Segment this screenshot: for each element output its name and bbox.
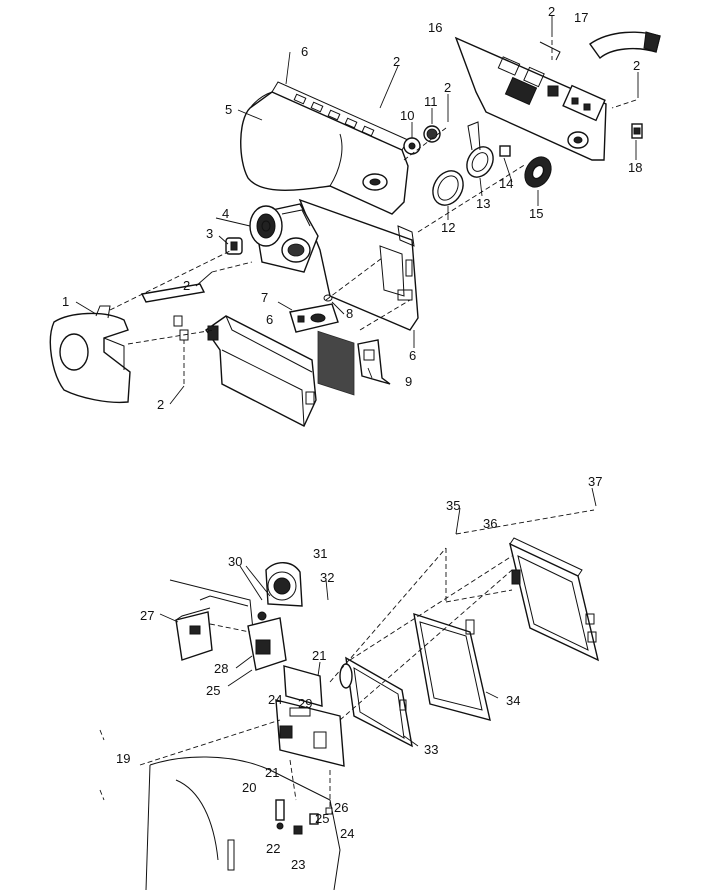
part-7-board bbox=[289, 303, 339, 333]
part-5-main-housing bbox=[240, 81, 409, 215]
part-16-circuit-board bbox=[454, 36, 607, 161]
callout-8: 8 bbox=[346, 306, 353, 321]
part-4-drive-mechanism bbox=[249, 203, 319, 273]
part-28-mechanism bbox=[247, 611, 287, 671]
callout-36: 36 bbox=[483, 516, 497, 531]
callout-19: 19 bbox=[116, 751, 130, 766]
callout-21: 21 bbox=[265, 765, 279, 780]
callout-3: 3 bbox=[206, 226, 213, 241]
callout-24: 24 bbox=[268, 692, 282, 707]
callout-26: 26 bbox=[334, 800, 348, 815]
callout-34: 34 bbox=[506, 693, 520, 708]
part-34-lcd-panel bbox=[413, 612, 491, 721]
part-12-ring bbox=[432, 170, 464, 206]
callout-33: 33 bbox=[424, 742, 438, 757]
callout-9: 9 bbox=[405, 374, 412, 389]
callout-25: 25 bbox=[315, 811, 329, 826]
part-18-connector bbox=[631, 123, 643, 139]
callout-30: 30 bbox=[228, 554, 242, 569]
callout-23: 23 bbox=[291, 857, 305, 872]
upper-alignment-lines bbox=[109, 32, 637, 384]
part-9-bracket bbox=[357, 339, 391, 385]
lower-callouts: 19 20 21 21 22 23 24 24 25 25 26 27 28 2… bbox=[116, 474, 602, 872]
callout-7: 7 bbox=[261, 290, 268, 305]
part-11-gear bbox=[423, 125, 441, 143]
callout-18: 18 bbox=[628, 160, 642, 175]
part-33-lcd-frame bbox=[339, 656, 413, 748]
part-19-rear-housing bbox=[99, 729, 341, 890]
callout-6: 6 bbox=[266, 312, 273, 327]
lower-assembly: 19 20 21 21 22 23 24 24 25 25 26 27 28 2… bbox=[99, 474, 602, 890]
part-37-outer-frame bbox=[508, 537, 600, 662]
part-1-front-cover bbox=[49, 305, 131, 404]
part-13-belt-ring bbox=[466, 121, 494, 178]
part-8-screw bbox=[323, 294, 333, 302]
callout-21: 21 bbox=[312, 648, 326, 663]
small-bracket bbox=[140, 283, 206, 341]
upper-assembly: 1 2 2 2 2 2 2 3 4 5 6 6 6 7 8 9 10 11 12… bbox=[49, 4, 661, 427]
callout-4: 4 bbox=[222, 206, 229, 221]
callout-25: 25 bbox=[206, 683, 220, 698]
callout-2: 2 bbox=[157, 397, 164, 412]
callout-14: 14 bbox=[499, 176, 513, 191]
callout-2: 2 bbox=[183, 278, 190, 293]
part-14-clip bbox=[499, 145, 511, 157]
part-31-motor-housing bbox=[265, 562, 303, 607]
callout-31: 31 bbox=[313, 546, 327, 561]
callout-28: 28 bbox=[214, 661, 228, 676]
callout-2: 2 bbox=[633, 58, 640, 73]
callout-2: 2 bbox=[393, 54, 400, 69]
part-15-gear bbox=[524, 156, 552, 188]
callout-11: 11 bbox=[424, 94, 438, 109]
lower-alignment-lines bbox=[139, 509, 595, 808]
upper-leader-lines bbox=[75, 16, 639, 405]
callout-27: 27 bbox=[140, 608, 154, 623]
callout-37: 37 bbox=[588, 474, 602, 489]
callout-15: 15 bbox=[529, 206, 543, 221]
callout-29: 29 bbox=[298, 696, 312, 711]
part-27-bracket bbox=[175, 607, 213, 661]
callout-10: 10 bbox=[400, 108, 414, 123]
callout-2: 2 bbox=[548, 4, 555, 19]
callout-16: 16 bbox=[428, 20, 442, 35]
part-29-plate bbox=[283, 665, 323, 707]
callout-22: 22 bbox=[266, 841, 280, 856]
part-6-battery-cover bbox=[205, 315, 317, 427]
callout-17: 17 bbox=[574, 10, 588, 25]
lower-leader-lines bbox=[159, 487, 597, 747]
callout-6: 6 bbox=[301, 44, 308, 59]
upper-callouts: 1 2 2 2 2 2 2 3 4 5 6 6 6 7 8 9 10 11 12… bbox=[62, 4, 642, 412]
callout-12: 12 bbox=[441, 220, 455, 235]
part-3-bracket bbox=[225, 237, 243, 255]
chassis-frame bbox=[298, 198, 419, 396]
callout-6: 6 bbox=[409, 348, 416, 363]
part-10-washer bbox=[403, 137, 421, 155]
part-20-board bbox=[275, 699, 345, 767]
callout-5: 5 bbox=[225, 102, 232, 117]
callout-2: 2 bbox=[444, 80, 451, 95]
callout-13: 13 bbox=[476, 196, 490, 211]
callout-35: 35 bbox=[446, 498, 460, 513]
callout-32: 32 bbox=[320, 570, 334, 585]
callout-1: 1 bbox=[62, 294, 69, 309]
part-17-flex-cable bbox=[589, 31, 661, 60]
callout-20: 20 bbox=[242, 780, 256, 795]
callout-24: 24 bbox=[340, 826, 354, 841]
small-parts-22-26 bbox=[275, 799, 333, 835]
